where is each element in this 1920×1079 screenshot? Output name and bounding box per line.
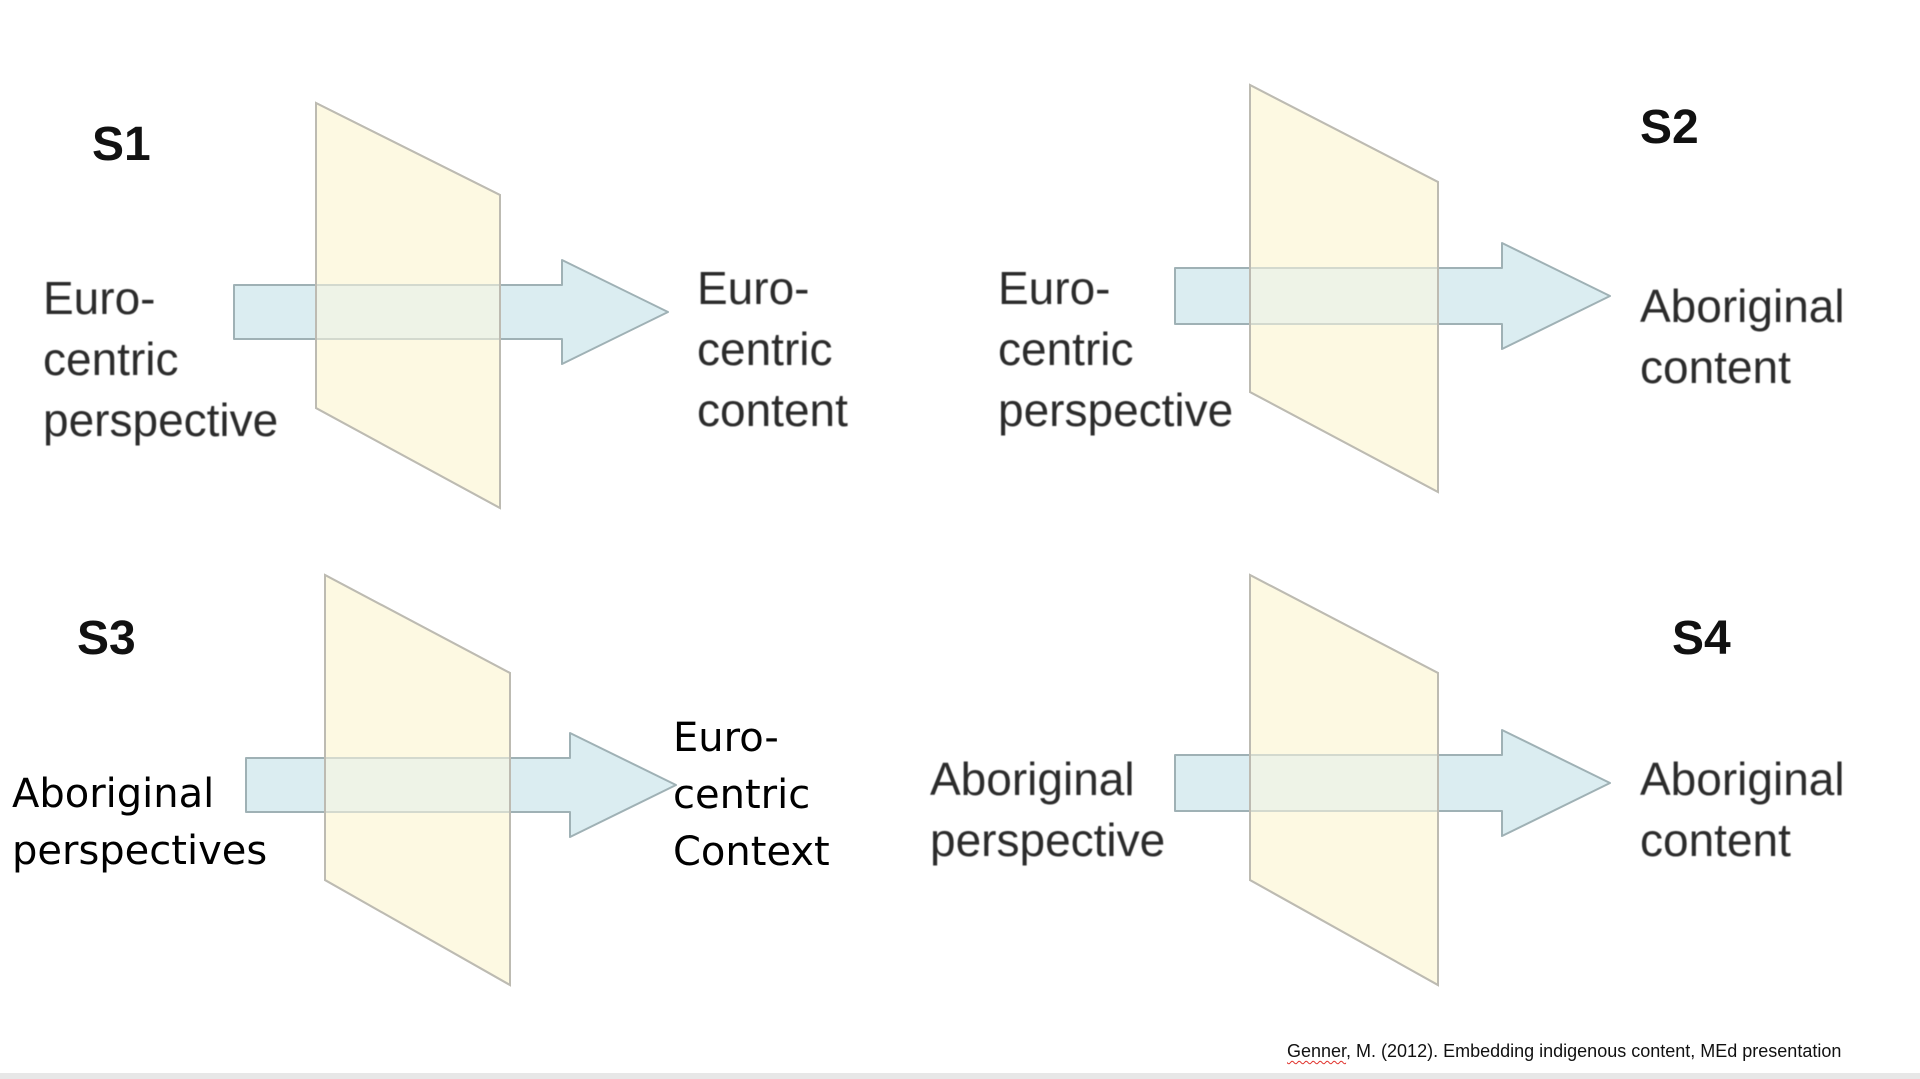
s2-filter-panel-overlay	[1249, 83, 1439, 494]
s4-input-text: Aboriginal perspective	[930, 749, 1165, 871]
s2-label: S2	[1640, 101, 1699, 154]
s3-output-text: Euro- centric Context	[673, 710, 830, 881]
citation: Genner, M. (2012). Embedding indigenous …	[1287, 1041, 1841, 1062]
s3-label: S3	[77, 612, 136, 665]
s4-input-line: Aboriginal	[930, 753, 1135, 805]
s1-input-line: perspective	[43, 394, 279, 446]
s1-filter-group	[233, 101, 669, 510]
citation-author: Genner	[1287, 1041, 1347, 1061]
s1-output-line: content	[697, 384, 848, 436]
s4-output-line: Aboriginal	[1640, 753, 1845, 805]
citation-rest: , M. (2012). Embedding indigenous conten…	[1346, 1041, 1842, 1061]
s4-output-text: Aboriginal content	[1640, 749, 1845, 871]
s2-input-line: perspective	[998, 384, 1234, 436]
s2-input-line: Euro-	[998, 262, 1111, 314]
s2-output-line: Aboriginal	[1640, 280, 1845, 332]
s4-input-line: perspective	[930, 814, 1166, 866]
s3-filter-panel-overlay	[324, 573, 511, 987]
s1-input-text: Euro- centric perspective	[43, 268, 278, 451]
s3-input-line: perspectives	[12, 828, 268, 874]
s3-input-text: Aboriginal perspectives	[12, 766, 267, 880]
bottom-bar	[0, 1073, 1920, 1079]
s1-output-text: Euro- centric content	[697, 258, 848, 441]
s4-label: S4	[1672, 612, 1731, 665]
s3-output-line: Context	[673, 829, 830, 875]
s1-filter-panel-overlay	[315, 101, 501, 510]
s1-input-line: Euro-	[43, 272, 156, 324]
s2-output-line: content	[1640, 341, 1791, 393]
s2-filter-group	[1174, 83, 1611, 494]
s1-label: S1	[92, 118, 151, 171]
s3-output-line: centric	[673, 772, 811, 818]
s2-input-text: Euro- centric perspective	[998, 258, 1233, 441]
s3-output-line: Euro-	[673, 715, 779, 761]
s4-output-line: content	[1640, 814, 1791, 866]
s1-output-line: centric	[697, 323, 833, 375]
s2-input-line: centric	[998, 323, 1134, 375]
s4-filter-panel-overlay	[1249, 573, 1439, 987]
s1-output-line: Euro-	[697, 262, 810, 314]
s2-output-text: Aboriginal content	[1640, 276, 1845, 398]
s3-filter-group	[245, 573, 677, 987]
s1-input-line: centric	[43, 333, 179, 385]
s3-input-line: Aboriginal	[12, 771, 215, 817]
s4-filter-group	[1174, 573, 1611, 987]
